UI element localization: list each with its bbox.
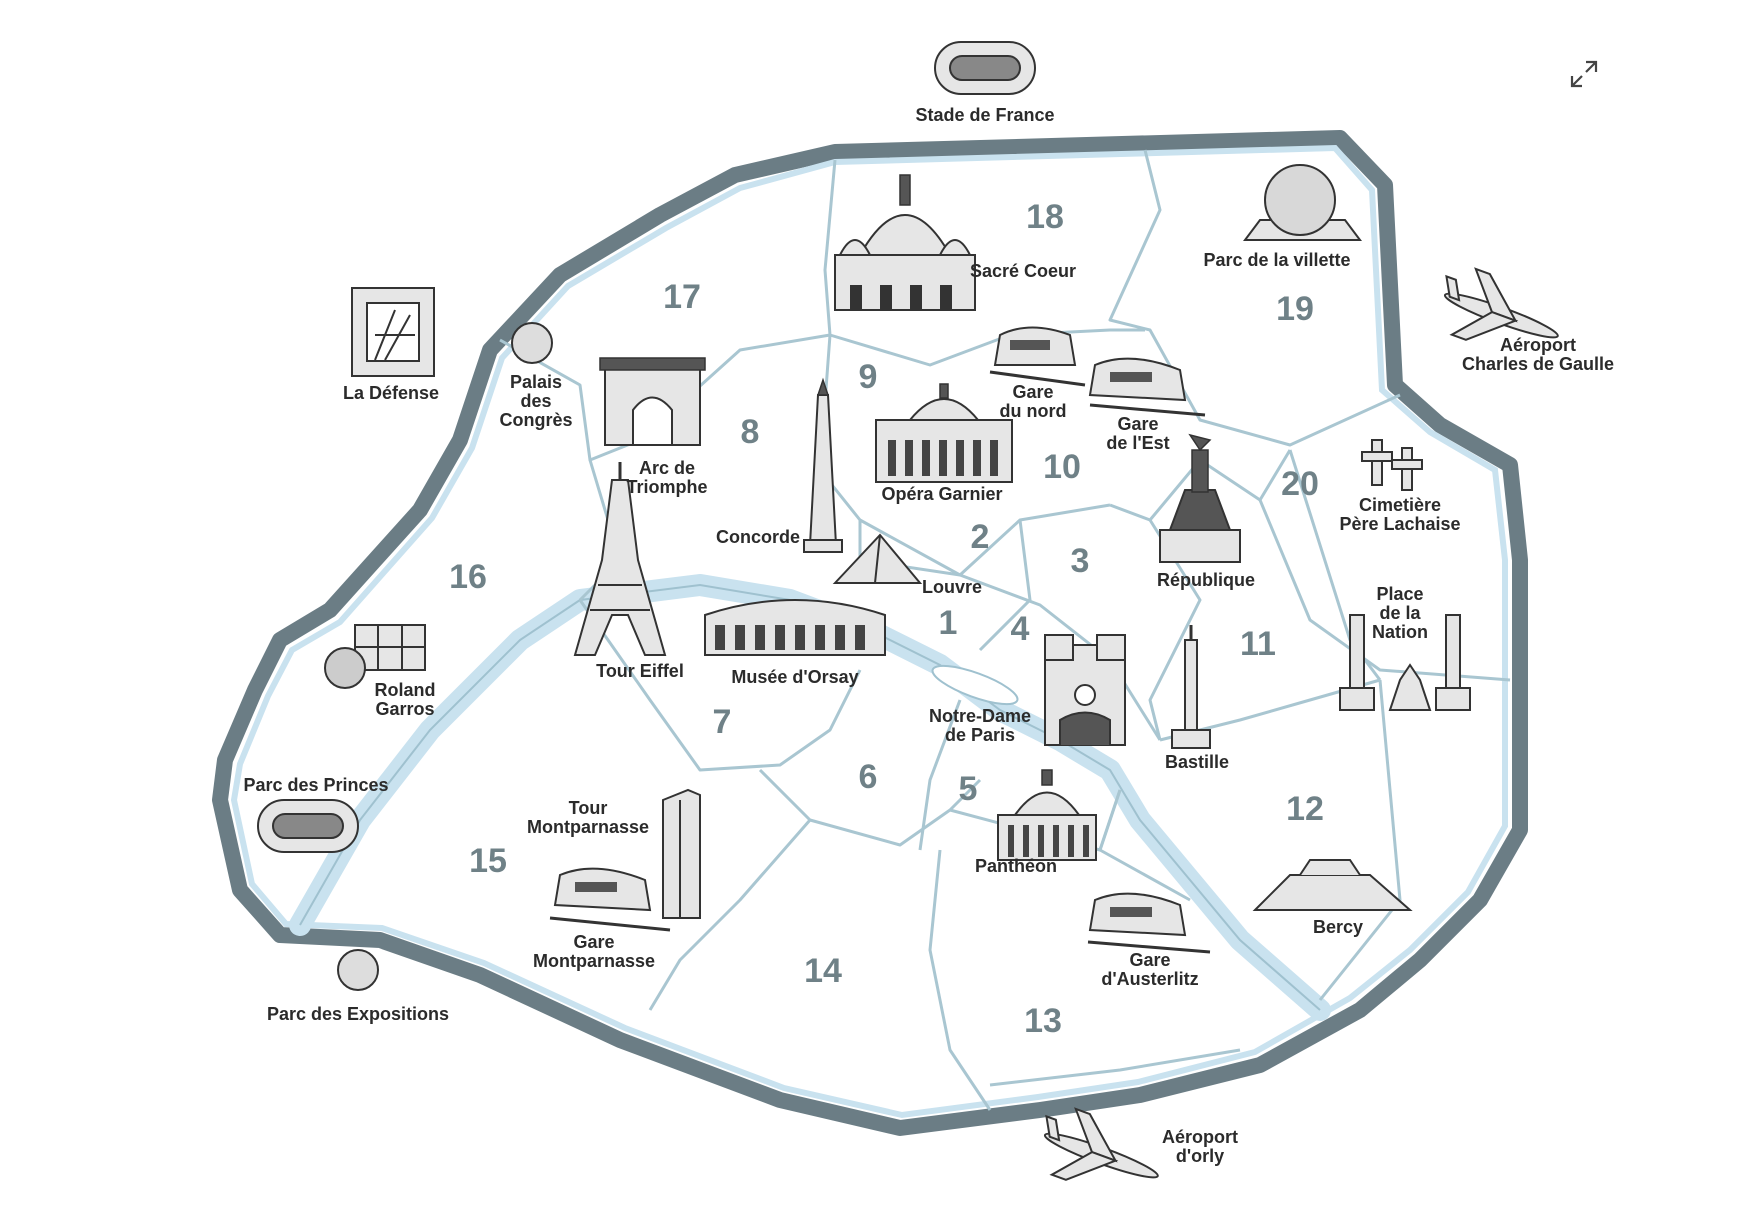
paris-boundary-inner bbox=[230, 144, 1508, 1119]
tennis-court-icon bbox=[324, 624, 426, 689]
label-nation-line2: de la bbox=[1379, 603, 1421, 623]
skyscraper-icon bbox=[662, 788, 701, 919]
label-gare-aust-line1: Gare bbox=[1129, 950, 1170, 970]
arr-14: 14 bbox=[804, 952, 842, 990]
label-roland-line1: Roland bbox=[375, 680, 436, 700]
arr-9: 9 bbox=[859, 358, 878, 396]
arr-12: 12 bbox=[1286, 790, 1324, 828]
label-gare-est-line1: Gare bbox=[1117, 414, 1158, 434]
label-nation-line3: Nation bbox=[1372, 622, 1428, 642]
label-la-defense: La Défense bbox=[343, 383, 439, 403]
pantheon-icon bbox=[997, 769, 1097, 861]
geode-sphere-icon bbox=[1243, 164, 1362, 241]
label-parc-expo: Parc des Expositions bbox=[267, 1004, 449, 1024]
pyramid-icon bbox=[832, 533, 923, 584]
label-louvre: Louvre bbox=[922, 577, 982, 597]
parc-expositions-icon bbox=[337, 949, 379, 991]
label-musee-orsay: Musée d'Orsay bbox=[731, 667, 858, 687]
train-icon bbox=[549, 867, 671, 932]
arr-18: 18 bbox=[1026, 198, 1064, 236]
label-notre-dame-line1: Notre-Dame bbox=[929, 706, 1031, 726]
seine-river-edge bbox=[299, 583, 1321, 1011]
label-sacre-coeur: Sacré Coeur bbox=[970, 261, 1076, 281]
label-parc-princes: Parc des Princes bbox=[243, 775, 388, 795]
expand-arrows-icon bbox=[1570, 60, 1598, 88]
label-gare-est-line2: de l'Est bbox=[1106, 433, 1169, 453]
label-cimetiere-line1: Cimetière bbox=[1359, 495, 1441, 515]
landmark-labels: Stade de France Sacré Coeur Parc de la v… bbox=[243, 105, 1614, 1166]
arr-2: 2 bbox=[971, 518, 990, 556]
grande-arche-icon bbox=[351, 287, 435, 377]
train-icon bbox=[1088, 357, 1206, 417]
label-parc-villette: Parc de la villette bbox=[1203, 250, 1350, 270]
ile-de-la-cite bbox=[931, 664, 1019, 706]
label-nation-line1: Place bbox=[1376, 584, 1423, 604]
arr-8: 8 bbox=[741, 413, 760, 451]
train-icon bbox=[1087, 892, 1211, 954]
arr-3: 3 bbox=[1071, 542, 1090, 580]
label-bastille: Bastille bbox=[1165, 752, 1229, 772]
arena-icon bbox=[1252, 859, 1413, 911]
label-republique: République bbox=[1157, 570, 1255, 590]
label-opera: Opéra Garnier bbox=[881, 484, 1002, 504]
label-palais-line2: des bbox=[520, 391, 551, 411]
arr-15: 15 bbox=[469, 842, 507, 880]
expand-icon[interactable] bbox=[1566, 56, 1602, 92]
cathedral-icon bbox=[1044, 634, 1126, 746]
arr-1: 1 bbox=[939, 604, 958, 642]
arr-6: 6 bbox=[859, 758, 878, 796]
label-gare-nord-line1: Gare bbox=[1012, 382, 1053, 402]
train-icon bbox=[989, 326, 1086, 387]
column-monument-icon bbox=[1339, 614, 1471, 711]
label-tour-mont-line2: Montparnasse bbox=[527, 817, 649, 837]
label-palais-line1: Palais bbox=[510, 372, 562, 392]
label-gare-mont-line1: Gare bbox=[573, 932, 614, 952]
arr-10: 10 bbox=[1043, 448, 1081, 486]
arr-11: 11 bbox=[1240, 625, 1276, 663]
airplane-icon bbox=[1443, 267, 1559, 341]
label-orly-line1: Aéroport bbox=[1162, 1127, 1238, 1147]
label-gare-mont-line2: Montparnasse bbox=[533, 951, 655, 971]
stadium-icon bbox=[934, 41, 1036, 95]
label-orly-line2: d'orly bbox=[1176, 1146, 1224, 1166]
label-cimetiere-line2: Père Lachaise bbox=[1339, 514, 1460, 534]
label-gare-nord-line2: du nord bbox=[1000, 401, 1067, 421]
airplane-icon bbox=[1043, 1107, 1159, 1181]
label-arc-line1: Arc de bbox=[639, 458, 695, 478]
arrondissement-numbers: 1 2 3 4 5 6 7 8 9 10 11 12 13 14 15 16 1… bbox=[449, 198, 1324, 1040]
basilica-icon bbox=[834, 174, 976, 311]
label-stade-de-france: Stade de France bbox=[915, 105, 1054, 125]
palais-congres-icon bbox=[511, 322, 553, 364]
opera-icon bbox=[875, 383, 1013, 483]
arr-16: 16 bbox=[449, 558, 487, 596]
label-pantheon: Panthéon bbox=[975, 856, 1057, 876]
label-palais-line3: Congrès bbox=[499, 410, 572, 430]
label-arc-line2: Triomphe bbox=[626, 477, 707, 497]
obelisk-icon bbox=[803, 377, 843, 553]
arr-7: 7 bbox=[713, 703, 732, 741]
cross-icon bbox=[1361, 439, 1423, 491]
label-cdg-line2: Charles de Gaulle bbox=[1462, 354, 1614, 374]
arr-19: 19 bbox=[1276, 290, 1314, 328]
label-roland-line2: Garros bbox=[375, 699, 434, 719]
label-tour-eiffel: Tour Eiffel bbox=[596, 661, 684, 681]
museum-icon bbox=[704, 599, 886, 656]
label-tour-mont-line1: Tour bbox=[569, 798, 608, 818]
label-notre-dame-line2: de Paris bbox=[945, 725, 1015, 745]
arr-20: 20 bbox=[1281, 465, 1319, 503]
label-concorde: Concorde bbox=[716, 527, 800, 547]
statue-icon bbox=[1159, 433, 1241, 563]
stadium-icon bbox=[257, 799, 359, 853]
arr-5: 5 bbox=[959, 770, 978, 808]
arr-17: 17 bbox=[663, 278, 701, 316]
label-gare-aust-line2: d'Austerlitz bbox=[1101, 969, 1198, 989]
eiffel-tower-icon bbox=[573, 462, 667, 656]
label-bercy: Bercy bbox=[1313, 917, 1363, 937]
arr-13: 13 bbox=[1024, 1002, 1062, 1040]
arr-4: 4 bbox=[1011, 610, 1030, 648]
arc-de-triomphe-icon bbox=[599, 357, 706, 446]
column-icon bbox=[1171, 625, 1211, 749]
label-cdg-line1: Aéroport bbox=[1500, 335, 1576, 355]
